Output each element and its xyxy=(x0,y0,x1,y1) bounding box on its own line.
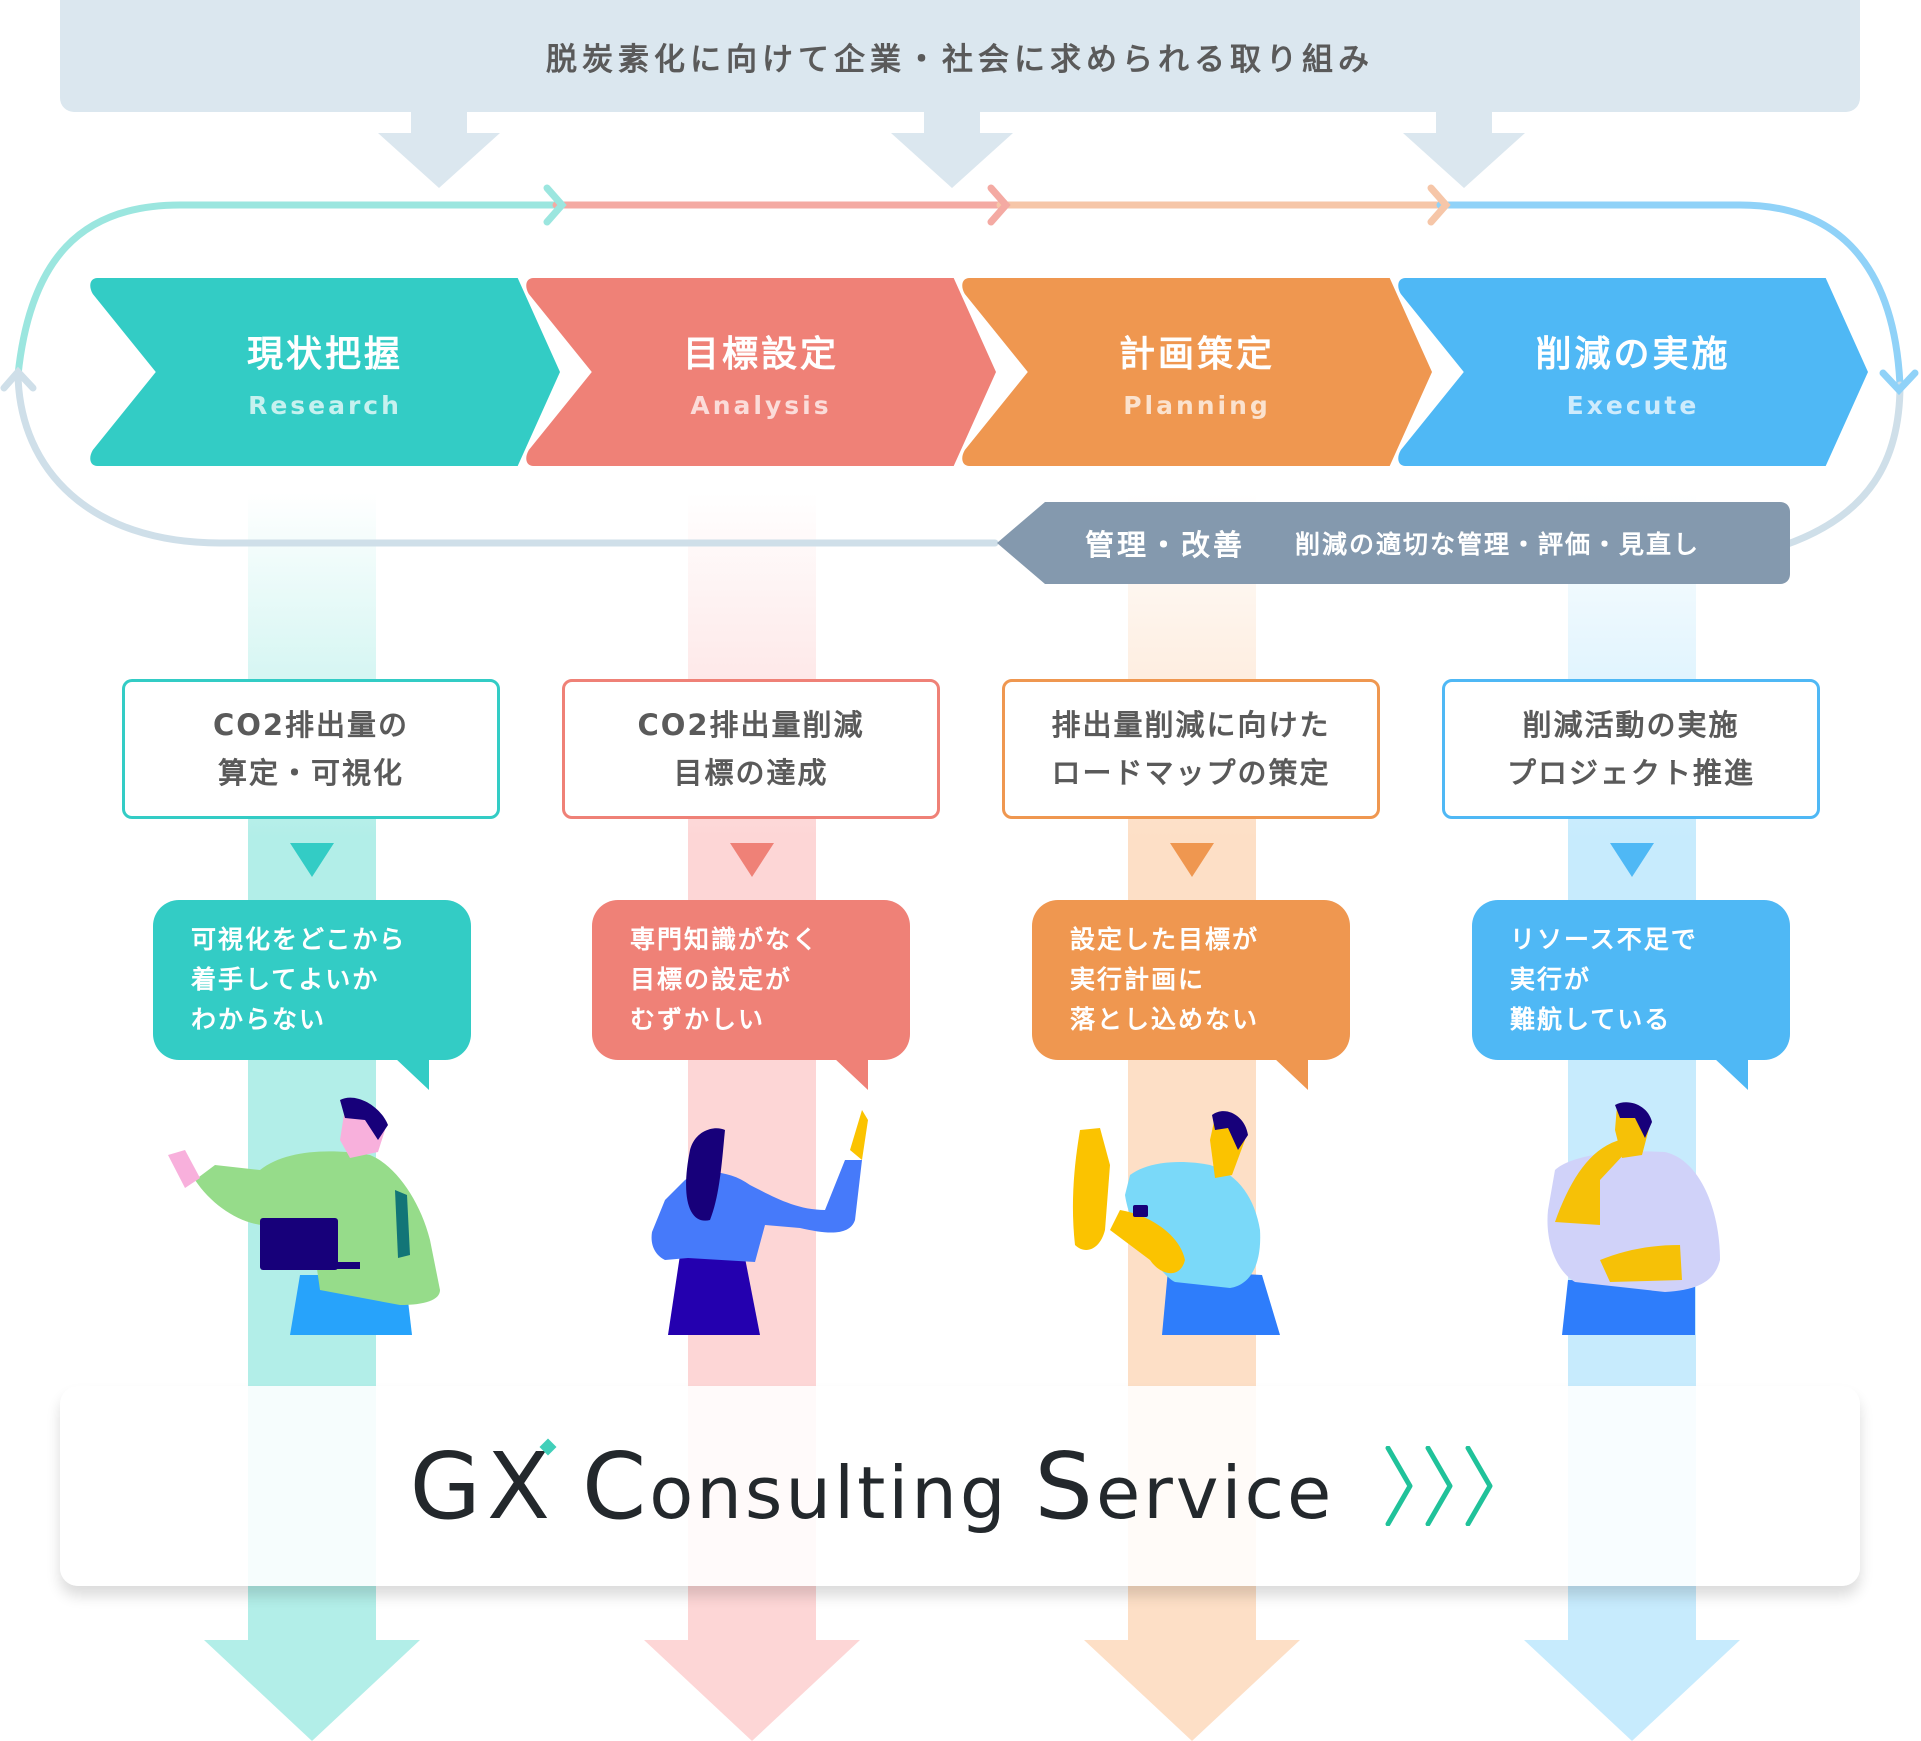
brand-logo: GX Consulting Service xyxy=(410,1433,1511,1540)
bubble-tail xyxy=(834,1058,868,1090)
goal-text: 削減活動の実施 プロジェクト推進 xyxy=(1506,708,1755,790)
brand-mark: GX xyxy=(409,1432,557,1540)
bubble-tail xyxy=(1714,1058,1748,1090)
banner-arrow-2 xyxy=(891,110,1013,188)
step-title: 削減の実施 xyxy=(1535,333,1731,375)
challenge-bubble-planning: 設定した目標が 実行計画に 落とし込めない xyxy=(1032,900,1350,1090)
management-bar-shape xyxy=(997,502,1790,584)
bubble-tail xyxy=(1274,1058,1308,1090)
goal-text: 排出量削減に向けた ロードマップの策定 xyxy=(1051,708,1331,790)
brand-word2-cap: S xyxy=(1034,1432,1096,1540)
chevron-shape-analysis xyxy=(526,278,996,466)
down-arrow-planning xyxy=(1084,1640,1300,1741)
management-description: 削減の適切な管理・評価・見直し xyxy=(1295,530,1701,559)
chevron-shape-research xyxy=(90,278,560,466)
challenge-text: 専門知識がなく 目標の設定が むずかしい xyxy=(630,925,820,1034)
step-title: 現状把握 xyxy=(246,333,403,375)
triple-chevron-icon xyxy=(1385,1446,1493,1526)
banner-arrow-1 xyxy=(378,110,500,188)
chevron-shape-planning xyxy=(962,278,1432,466)
down-triangle-icon xyxy=(730,843,774,877)
down-arrow-execute xyxy=(1524,1640,1740,1741)
step-planning: 計画策定 Planning xyxy=(962,278,1432,466)
step-title: 目標設定 xyxy=(682,333,839,375)
down-triangle-icon xyxy=(1170,843,1214,877)
people-illustrations xyxy=(168,1097,1720,1335)
top-banner: 脱炭素化に向けて企業・社会に求められる取り組み xyxy=(60,0,1860,112)
step-subtitle: Planning xyxy=(1123,390,1271,420)
chevron-shape-execute xyxy=(1398,278,1868,466)
person-with-laptop-illustration xyxy=(168,1097,440,1335)
goal-text: CO2排出量削減 目標の達成 xyxy=(637,708,865,790)
banner-title: 脱炭素化に向けて企業・社会に求められる取り組み xyxy=(546,41,1374,78)
brand-wordmark: Consulting Service xyxy=(582,1433,1334,1540)
challenge-text: 設定した目標が 実行計画に 落とし込めない xyxy=(1070,925,1260,1034)
goal-text: CO2排出量の 算定・可視化 xyxy=(212,708,410,790)
banner-arrow-3 xyxy=(1403,110,1525,188)
step-title: 計画策定 xyxy=(1118,333,1275,375)
down-arrow-analysis xyxy=(644,1640,860,1741)
challenge-bubble-analysis: 専門知識がなく 目標の設定が むずかしい xyxy=(592,900,910,1090)
management-title: 管理・改善 xyxy=(1085,528,1246,562)
step-subtitle: Analysis xyxy=(690,390,832,420)
challenge-text: リソース不足で 実行が 難航している xyxy=(1510,925,1698,1034)
brand-mark-text: GX xyxy=(409,1432,556,1540)
brand-word1-rest: onsulting xyxy=(649,1450,1009,1535)
banner-down-arrows xyxy=(378,110,1525,188)
down-triangle-icon xyxy=(290,843,334,877)
step-subtitle: Research xyxy=(248,390,402,420)
brand-word2-rest: ervice xyxy=(1095,1450,1335,1535)
step-execute: 削減の実施 Execute xyxy=(1398,278,1868,466)
cycle-loop xyxy=(0,184,1919,549)
brand-logo-card: GX Consulting Service xyxy=(60,1386,1860,1586)
goal-box-execute: 削減活動の実施 プロジェクト推進 xyxy=(1442,679,1820,819)
brand-word1-cap: C xyxy=(581,1432,650,1540)
step-research: 現状把握 Research xyxy=(90,278,560,466)
management-bar: 管理・改善 削減の適切な管理・評価・見直し xyxy=(995,502,1790,584)
bubble-tail xyxy=(395,1058,429,1090)
challenge-bubble-execute: リソース不足で 実行が 難航している xyxy=(1472,900,1790,1090)
man-thinking-illustration xyxy=(1547,1102,1720,1335)
man-with-phone-illustration xyxy=(1072,1111,1280,1335)
goal-box-analysis: CO2排出量削減 目標の達成 xyxy=(562,679,940,819)
step-subtitle: Execute xyxy=(1566,390,1700,420)
goal-box-planning: 排出量削減に向けた ロードマップの策定 xyxy=(1002,679,1380,819)
challenge-bubble-research: 可視化をどこから 着手してよいか わからない xyxy=(153,900,471,1090)
down-arrow-research xyxy=(204,1640,420,1741)
down-triangle-icon xyxy=(1610,843,1654,877)
step-analysis: 目標設定 Analysis xyxy=(526,278,996,466)
woman-pointing-illustration xyxy=(651,1110,868,1335)
challenge-text: 可視化をどこから 着手してよいか わからない xyxy=(191,925,407,1034)
goal-box-research: CO2排出量の 算定・可視化 xyxy=(122,679,500,819)
